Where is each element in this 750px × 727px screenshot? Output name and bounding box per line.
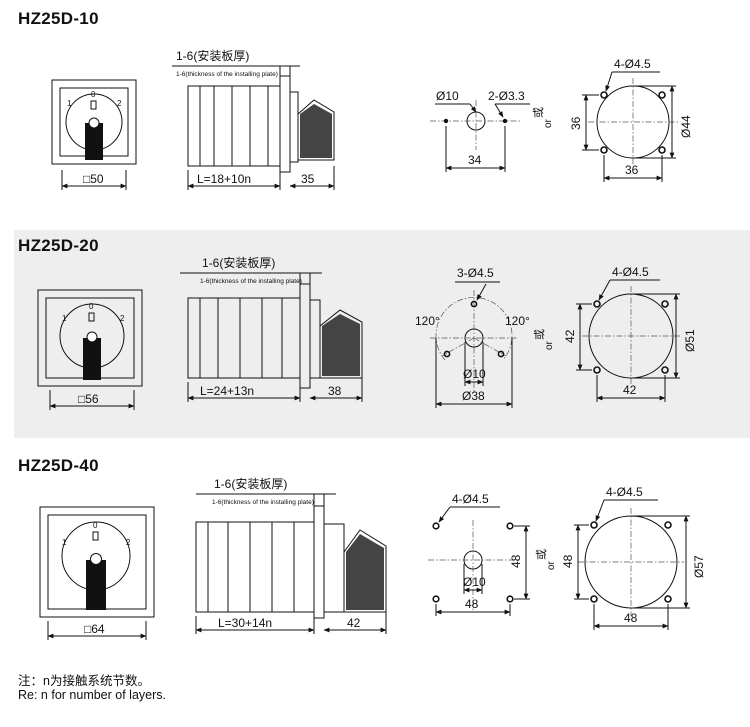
position-0-label-3: 0 [93, 521, 98, 530]
hole-width-label-3: 48 [465, 597, 479, 611]
angle-right-label: 120° [505, 314, 530, 328]
alt-width-label-2: 42 [623, 383, 637, 397]
alt-holes-label-3: 4-Ø4.5 [606, 485, 643, 499]
plate-thickness-label-2: 1-6(安装板厚) [202, 255, 275, 270]
pcd-label: Ø38 [462, 389, 485, 403]
side-view-3: L=30+14n 42 1-6(安装板厚) 1-6(thickness of t… [195, 476, 387, 634]
alt-width-label: 36 [625, 163, 639, 177]
or-cn-label-3: 或 [535, 549, 548, 560]
alt-height-label: 36 [569, 116, 583, 130]
alt-cutout-view-3: 4-Ø4.5 48 48 Ø57 [561, 485, 706, 630]
cutout-view-2: 3-Ø4.5 120° 120° Ø10 Ø38 或 or [415, 266, 555, 408]
panel-size-label-3: □64 [84, 622, 105, 636]
position-2-label: 2 [117, 99, 122, 108]
cutout-view-3: 4-Ø4.5 Ø10 48 48 或 or [428, 492, 557, 616]
mount-hole-label-2: 3-Ø4.5 [457, 266, 494, 280]
body-length-label-3: L=30+14n [218, 616, 272, 630]
position-1-label: 1 [67, 99, 72, 108]
handle-depth-label-3: 42 [347, 616, 361, 630]
body-length-label-2: L=24+13n [200, 384, 254, 398]
or-cn-label-2: 或 [533, 329, 546, 340]
mount-hole-label: 2-Ø3.3 [488, 89, 525, 103]
or-en-label-2: or [544, 340, 555, 350]
side-view-1: L=18+10n 35 1-6(安装板厚) 1-6(thickness of t… [172, 48, 335, 190]
side-view-2: L=24+13n 38 1-6(安装板厚) 1-6(thickness of t… [180, 255, 363, 402]
center-hole-label: Ø10 [436, 89, 459, 103]
alt-cutout-view-1: 4-Ø4.5 36 36 Ø44 [569, 57, 693, 182]
plate-thickness-label: 1-6(安装板厚) [176, 48, 249, 63]
hole-spacing-label: 34 [468, 153, 482, 167]
front-view-3: 0 1 2 □64 [39, 506, 155, 640]
or-cn-label: 或 [532, 107, 545, 118]
handle-depth-label: 35 [301, 172, 315, 186]
plate-thickness-sublabel-2: 1-6(thickness of the installing plate) [200, 278, 302, 285]
alt-diameter-label: Ø44 [679, 115, 693, 138]
cutout-view-1: Ø10 2-Ø3.3 34 或 or [430, 89, 554, 172]
center-hole-label-2: Ø10 [463, 367, 486, 381]
or-en-label: or [543, 118, 554, 128]
alt-height-label-3: 48 [561, 554, 575, 568]
body-length-label: L=18+10n [197, 172, 251, 186]
panel-size-label: □50 [83, 172, 104, 186]
position-1-label-2: 1 [62, 314, 67, 323]
model-title-1: HZ25D-10 [18, 9, 99, 28]
position-0-label-2: 0 [89, 302, 94, 311]
alt-cutout-view-2: 4-Ø4.5 42 42 Ø51 [563, 265, 697, 402]
panel-size-label-2: □56 [78, 392, 99, 406]
model-title-2: HZ25D-20 [18, 236, 99, 255]
note-en: Re: n for number of layers. [18, 688, 166, 702]
note-cn: 注：n为接触系统节数。 [18, 674, 150, 688]
alt-height-label-2: 42 [563, 329, 577, 343]
highlight-band [14, 230, 750, 438]
position-2-label-3: 2 [126, 538, 131, 547]
or-en-label-3: or [546, 560, 557, 570]
alt-diameter-label-3: Ø57 [692, 555, 706, 578]
alt-holes-label-2: 4-Ø4.5 [612, 265, 649, 279]
center-hole-label-3: Ø10 [463, 575, 486, 589]
position-2-label-2: 2 [120, 314, 125, 323]
alt-width-label-3: 48 [624, 611, 638, 625]
position-1-label-3: 1 [62, 538, 67, 547]
mount-hole-label-3: 4-Ø4.5 [452, 492, 489, 506]
plate-thickness-label-3: 1-6(安装板厚) [214, 476, 287, 491]
handle-depth-label-2: 38 [328, 384, 342, 398]
angle-left-label: 120° [415, 314, 440, 328]
hole-height-label-3: 48 [509, 554, 523, 568]
alt-holes-label: 4-Ø4.5 [614, 57, 651, 71]
plate-thickness-sublabel-3: 1-6(thickness of the installing plate) [212, 499, 314, 506]
alt-diameter-label-2: Ø51 [683, 329, 697, 352]
model-title-3: HZ25D-40 [18, 456, 99, 475]
plate-thickness-sublabel: 1-6(thickness of the installing plate) [176, 71, 278, 78]
front-view-2: 0 1 2 □56 [37, 289, 143, 410]
front-view-1: 0 1 2 □50 [51, 79, 137, 190]
position-0-label: 0 [91, 90, 96, 99]
